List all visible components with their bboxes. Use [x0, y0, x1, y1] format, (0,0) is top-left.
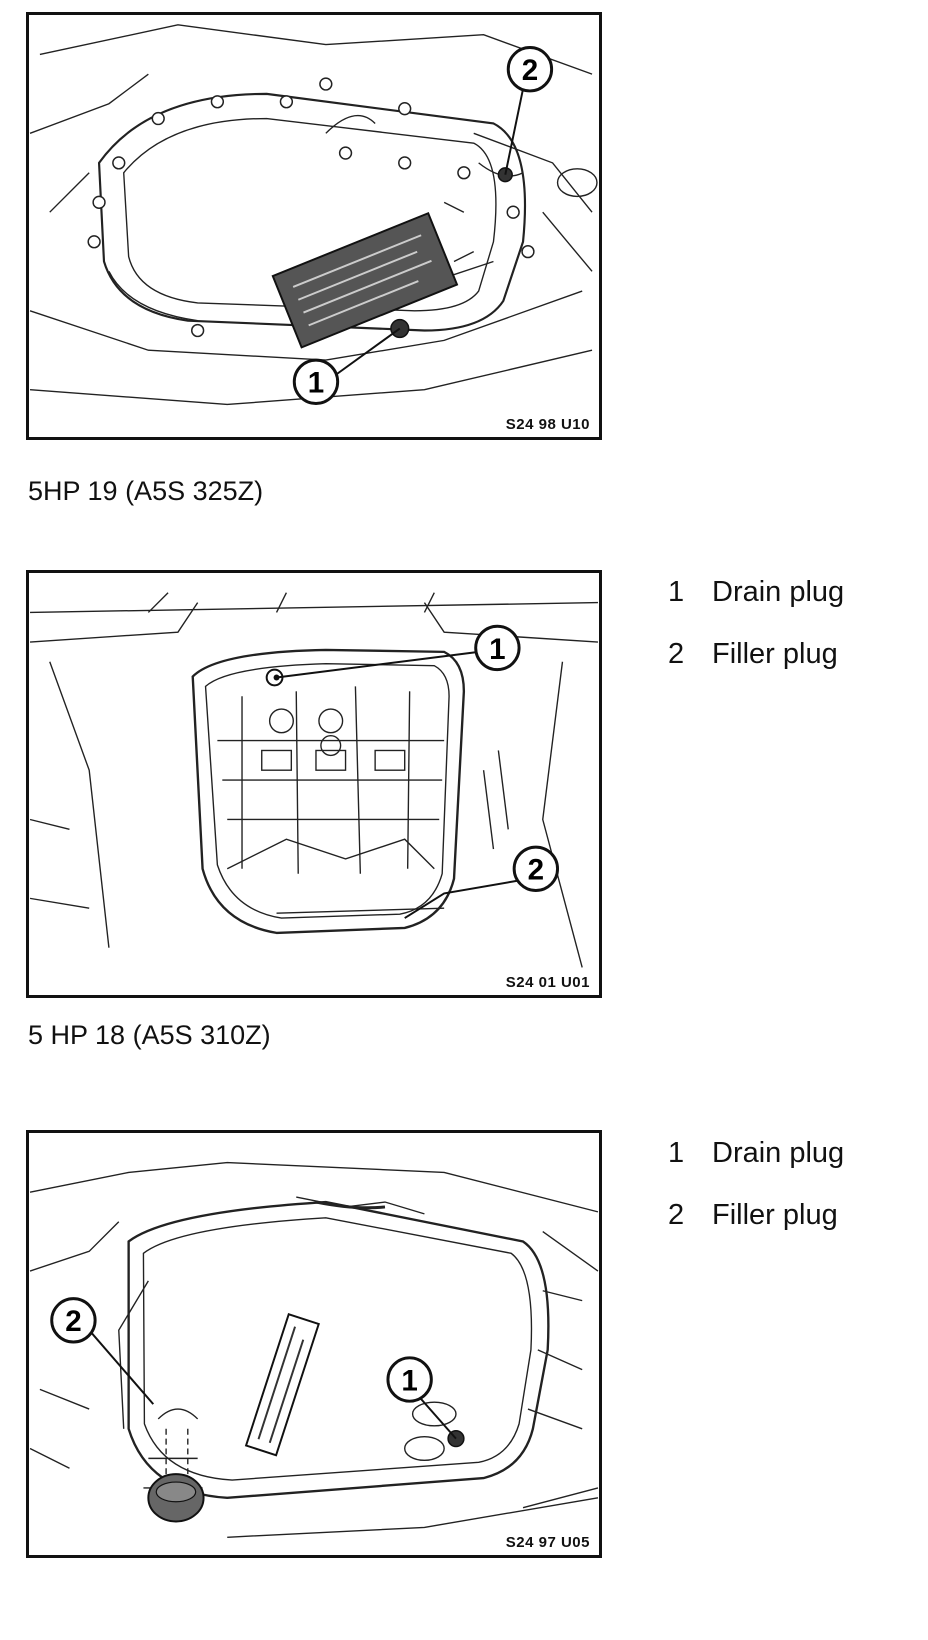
callout-1: 1 [292, 358, 340, 405]
svg-text:2: 2 [528, 854, 544, 887]
svg-text:2: 2 [522, 54, 538, 87]
svg-text:1: 1 [489, 633, 505, 666]
figure-caption: 5HP 19 (A5S 325Z) [28, 476, 264, 506]
callout-2: 2 [50, 1297, 97, 1344]
figure-code: S24 97 U05 [502, 1534, 593, 1551]
callout-2: 2 [506, 46, 554, 93]
svg-text:1: 1 [401, 1364, 417, 1397]
svg-text:1: 1 [308, 367, 324, 400]
callout-1: 1 [386, 1356, 433, 1403]
oil-pan-illustration-1: 1 2 [29, 24, 598, 406]
callout-1: 1 [474, 624, 521, 672]
figure-1: 1 2 S24 98 U10 [26, 12, 602, 440]
svg-text:2: 2 [65, 1305, 81, 1338]
figure-3: 1 2 S24 97 U05 [26, 1130, 602, 1558]
figure-2: 1 2 S24 01 U01 [26, 570, 602, 998]
figure-code: S24 98 U10 [502, 416, 593, 433]
oil-pan-illustration-2: 1 2 [29, 592, 599, 968]
figure-code: S24 01 U01 [502, 974, 593, 991]
callout-2: 2 [512, 845, 560, 892]
oil-pan-illustration-3: 1 2 [29, 1161, 599, 1538]
figure-caption: 5 HP 18 (A5S 310Z) [28, 1020, 271, 1050]
